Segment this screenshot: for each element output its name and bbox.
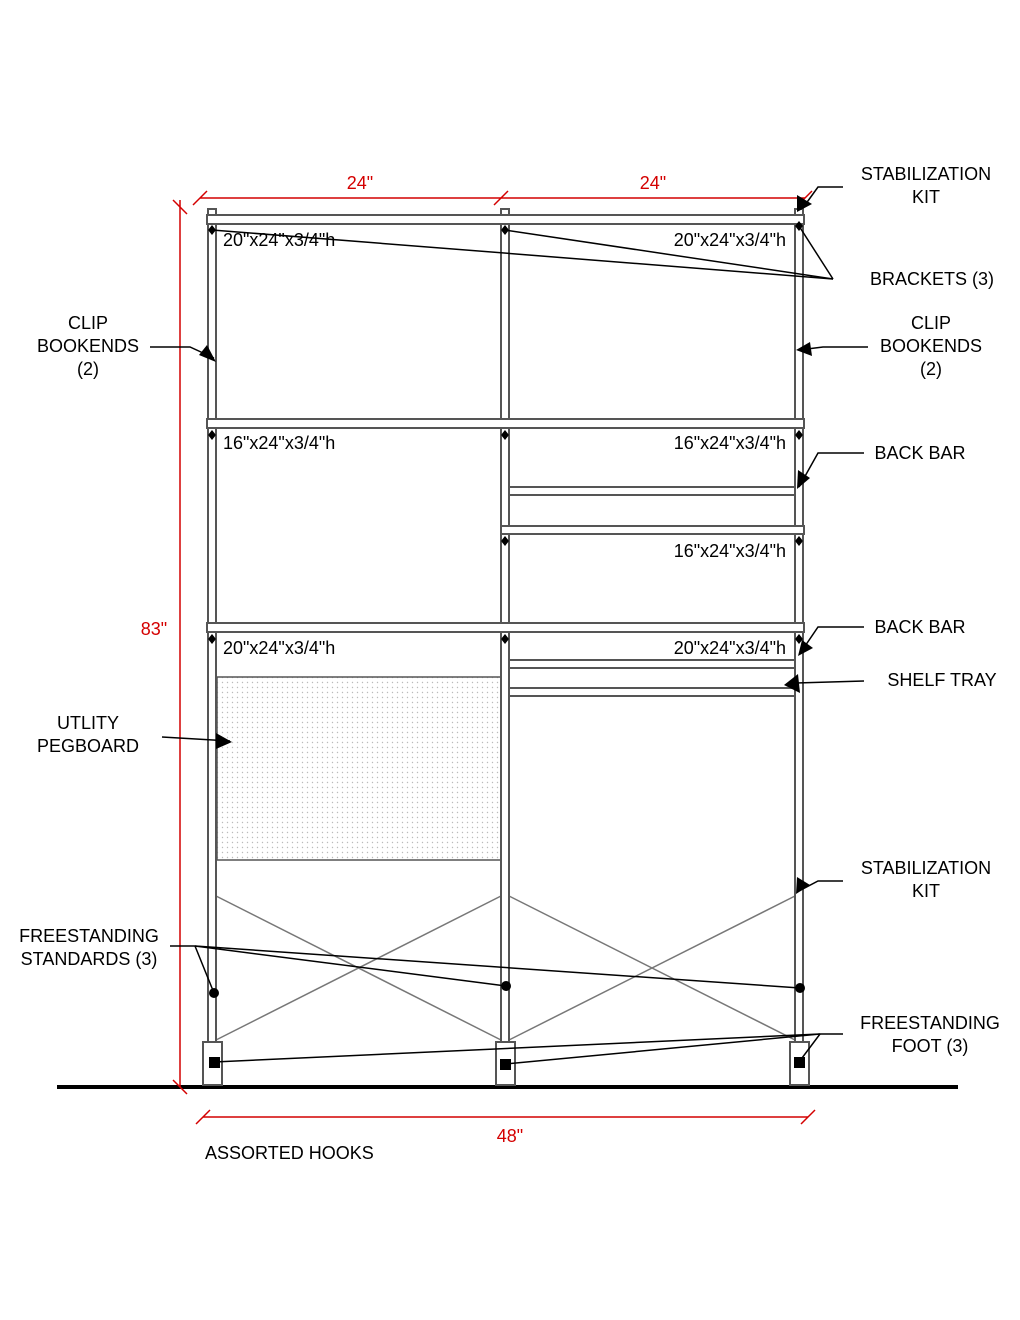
callout-foot-2: FOOT (3) bbox=[892, 1036, 969, 1056]
callout-clip-left-2: BOOKENDS bbox=[37, 336, 139, 356]
dimension-height: 83" bbox=[141, 619, 167, 639]
arrowheads bbox=[199, 195, 813, 894]
bracket-markers bbox=[208, 221, 803, 644]
dimension-lines bbox=[172, 190, 816, 1125]
shelf-top bbox=[206, 214, 805, 225]
callout-shelf-tray: SHELF TRAY bbox=[887, 670, 996, 690]
shelf-label-low-right: 20"x24"x3/4"h bbox=[674, 638, 786, 658]
shelf-label-top-right: 20"x24"x3/4"h bbox=[674, 230, 786, 250]
callout-standards-1: FREESTANDING bbox=[19, 926, 159, 946]
callout-pegboard-2: PEGBOARD bbox=[37, 736, 139, 756]
shelf-middle-right bbox=[500, 525, 805, 535]
callout-assorted-hooks: ASSORTED HOOKS bbox=[205, 1143, 374, 1163]
stabilization-braces bbox=[215, 895, 796, 1041]
callout-clip-right-2: BOOKENDS bbox=[880, 336, 982, 356]
callout-stabilization-top-2: KIT bbox=[912, 187, 940, 207]
shelf-label-low-left: 20"x24"x3/4"h bbox=[223, 638, 335, 658]
shelf-upper bbox=[206, 418, 805, 429]
shelf-label-mid-right: 16"x24"x3/4"h bbox=[674, 433, 786, 453]
shelf-tray bbox=[508, 687, 796, 697]
back-bar-upper bbox=[508, 486, 796, 496]
callout-clip-left-3: (2) bbox=[77, 359, 99, 379]
utility-pegboard bbox=[216, 676, 502, 861]
callout-clip-left-1: CLIP bbox=[68, 313, 108, 333]
shelf-lower bbox=[206, 622, 805, 633]
callout-clip-right-1: CLIP bbox=[911, 313, 951, 333]
callout-stabilization-top-1: STABILIZATION bbox=[861, 164, 991, 184]
back-bar-lower bbox=[508, 659, 796, 669]
shelf-label-mid-left: 16"x24"x3/4"h bbox=[223, 433, 335, 453]
shelf-label-mid-right-lower: 16"x24"x3/4"h bbox=[674, 541, 786, 561]
dimension-right-width: 24" bbox=[640, 173, 666, 193]
callout-pegboard-1: UTLITY bbox=[57, 713, 119, 733]
callout-clip-right-3: (2) bbox=[920, 359, 942, 379]
callout-back-bar-upper: BACK BAR bbox=[874, 443, 965, 463]
callout-back-bar-lower: BACK BAR bbox=[874, 617, 965, 637]
dimension-total-width: 48" bbox=[497, 1126, 523, 1146]
callout-standards-2: STANDARDS (3) bbox=[21, 949, 158, 969]
callout-stabilization-bottom-2: KIT bbox=[912, 881, 940, 901]
dimension-left-width: 24" bbox=[347, 173, 373, 193]
shelf-label-top-left: 20"x24"x3/4"h bbox=[223, 230, 335, 250]
callout-foot-1: FREESTANDING bbox=[860, 1013, 1000, 1033]
callout-brackets: BRACKETS (3) bbox=[870, 269, 994, 289]
callout-stabilization-bottom-1: STABILIZATION bbox=[861, 858, 991, 878]
